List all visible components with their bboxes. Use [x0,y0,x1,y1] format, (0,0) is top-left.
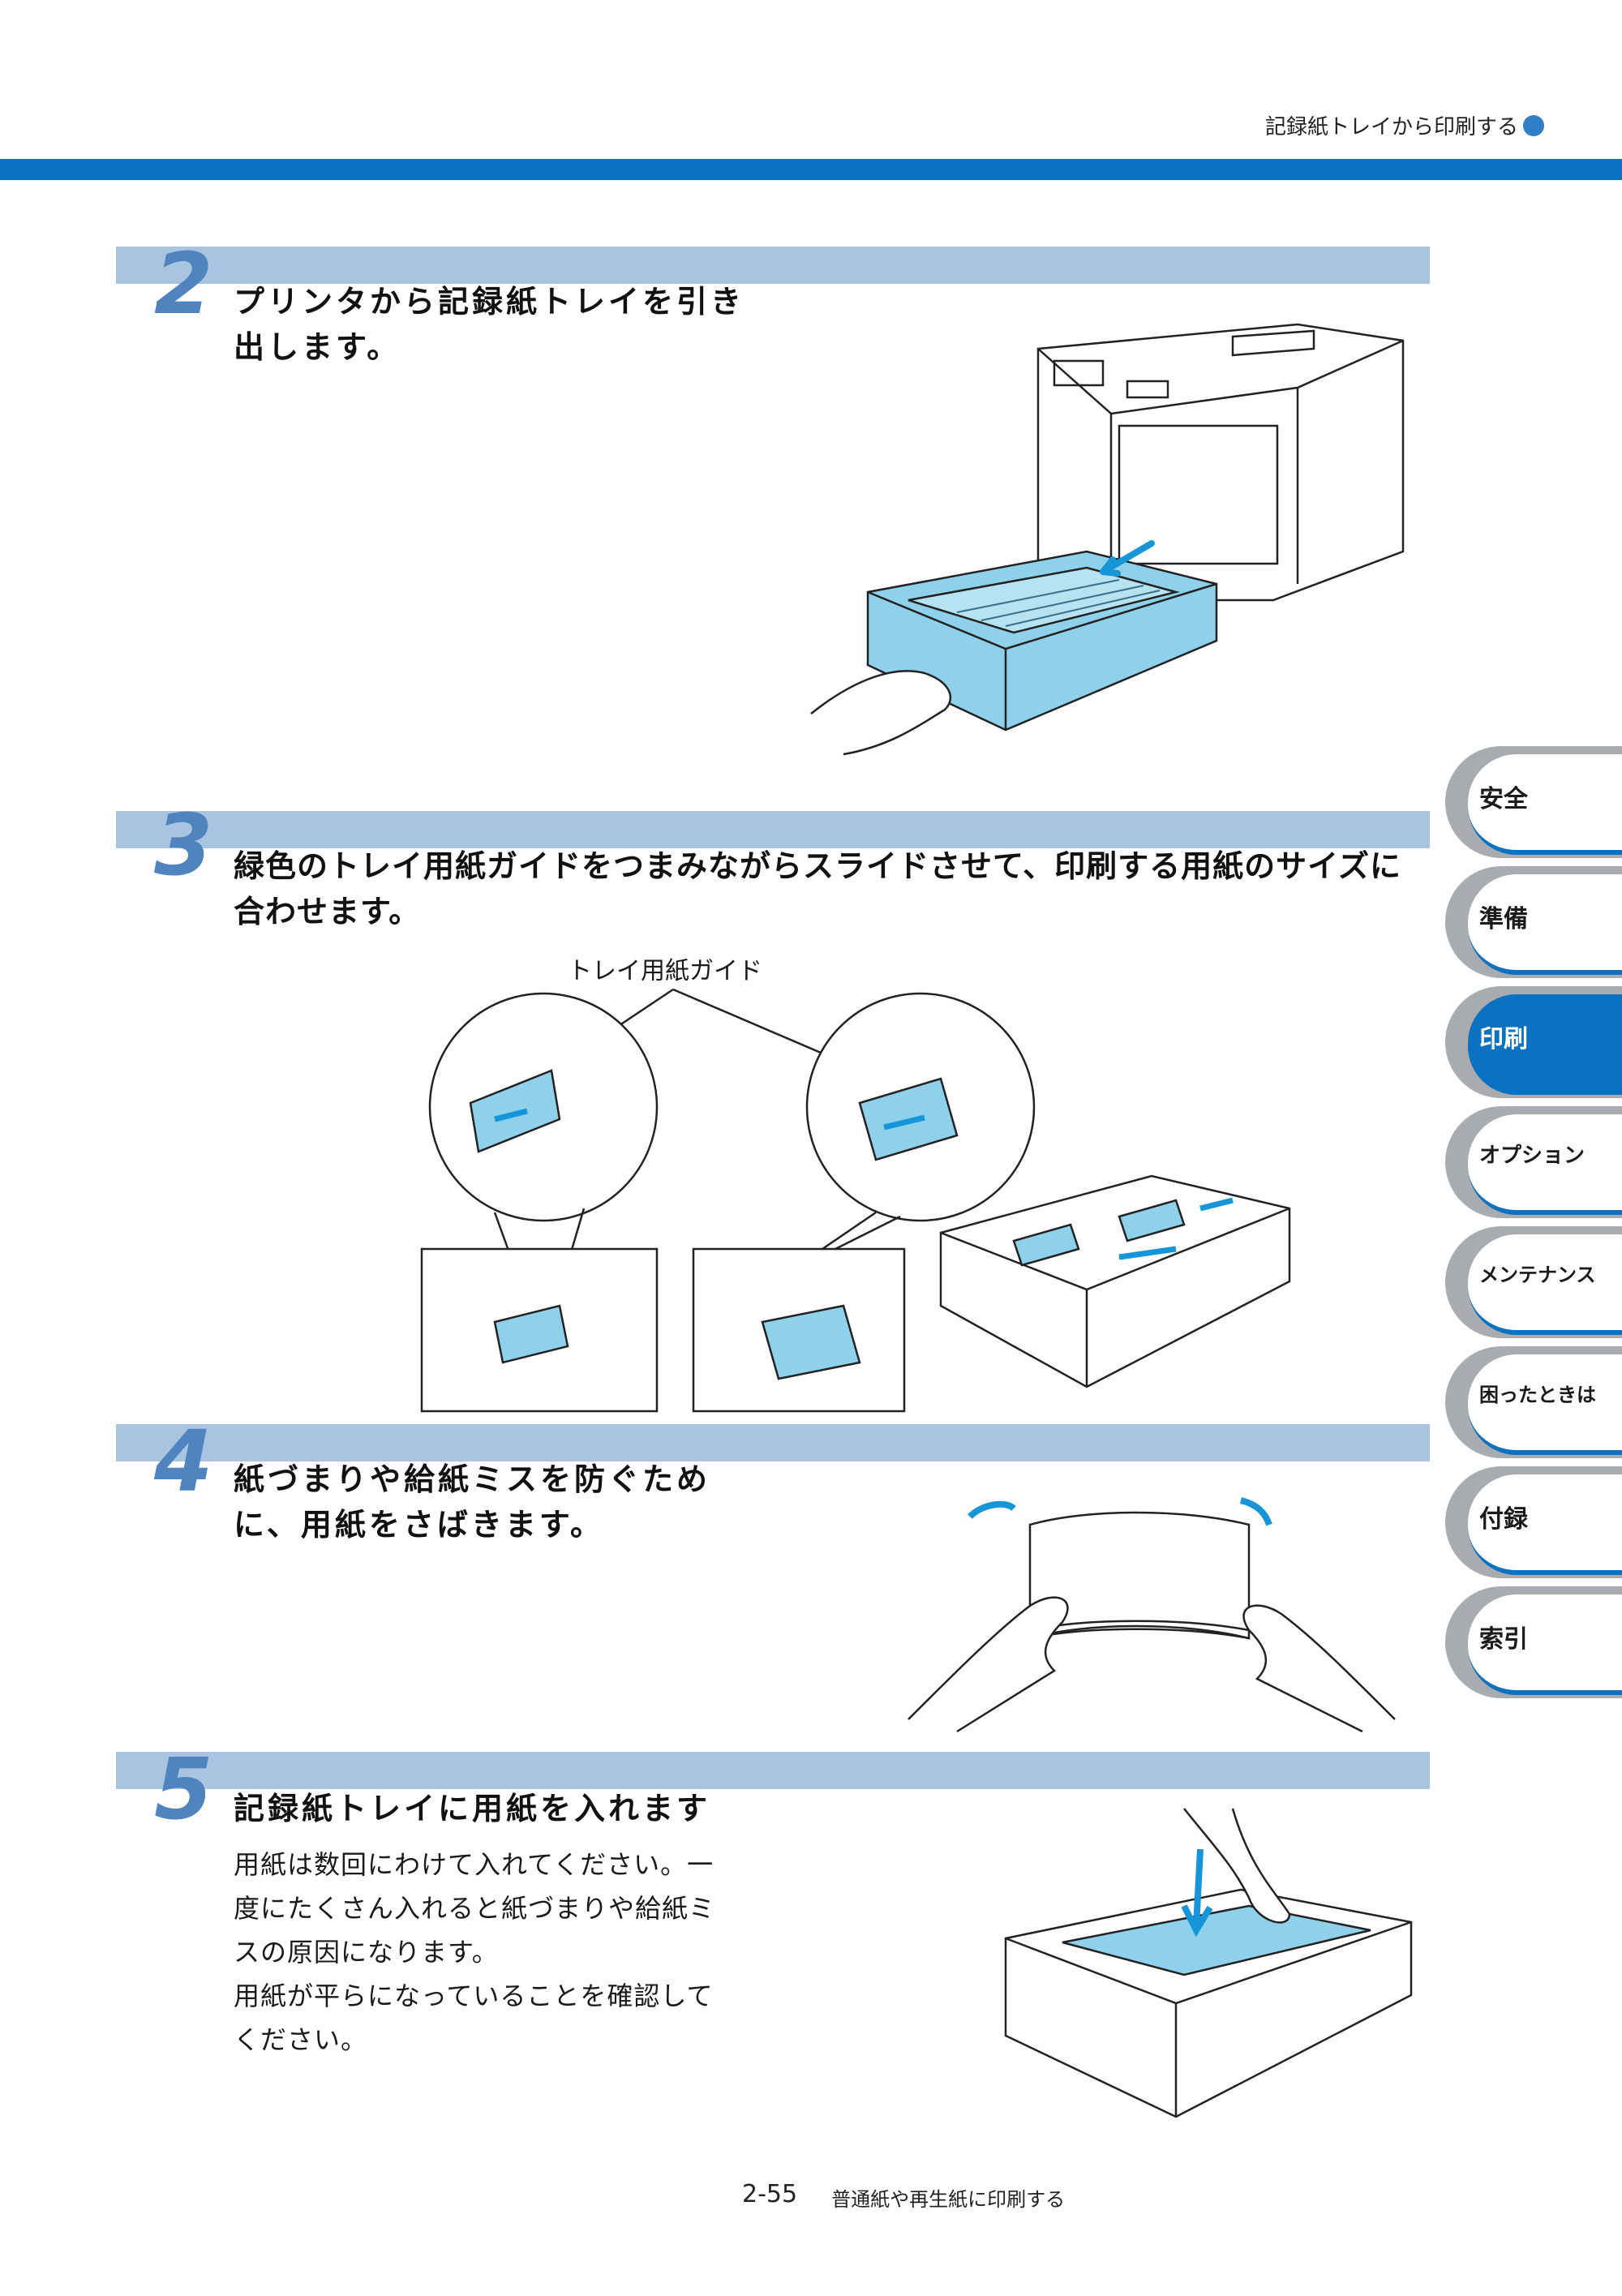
step-5-title: 記録紙トレイに用紙を入れます [234,1791,711,1826]
step-3-number: 3 [154,796,213,895]
tab-troubleshooting[interactable]: 困ったときは [1445,1346,1622,1458]
tab-index[interactable]: 索引 [1445,1586,1622,1698]
tab-safety[interactable]: 安全 [1445,746,1622,858]
page-footer: 2-55 普通紙や再生紙に印刷する [742,2180,1065,2212]
tab-label: 付録 [1479,1505,1528,1534]
step-3-title-line-2: 合わせます。 [234,894,421,929]
fan-paper-illustration [908,1497,1396,1733]
step-5-body-line-5: ください。 [234,2024,368,2055]
tab-label: メンテナンス [1479,1264,1596,1286]
step-4-title-line-1: 紙づまりや給紙ミスを防ぐため [234,1461,711,1497]
section-label: 記録紙トレイから印刷する [1264,115,1518,139]
paper-guide-illustration [420,981,1291,1413]
step-4-bar [116,1424,1430,1461]
tab-preparation[interactable]: 準備 [1445,866,1622,978]
tray-guide-callout: トレイ用紙ガイド [568,957,762,985]
step-5-body: 用紙は数回にわけて入れてください。一 度にたくさん入れると紙づまりや給紙ミ スの… [234,1843,715,2062]
tab-appendix[interactable]: 付録 [1445,1466,1622,1578]
step-4-title-line-2: に、用紙をさばきます。 [234,1507,605,1543]
step-4-number: 4 [154,1412,213,1511]
step-5-body-line-2: 度にたくさん入れると紙づまりや給紙ミ [234,1893,716,1924]
step-5-bar [116,1752,1430,1789]
step-5-body-line-1: 用紙は数回にわけて入れてください。一 [234,1849,714,1880]
tab-label: 索引 [1479,1625,1528,1654]
tab-maintenance[interactable]: メンテナンス [1445,1226,1622,1338]
load-paper-illustration [1004,1808,1413,2118]
tab-label: 準備 [1479,905,1528,933]
tab-label: 困ったときは [1479,1384,1596,1406]
step-2-title: プリンタから記録紙トレイを引き 出します。 [234,279,744,370]
running-header: 記録紙トレイから印刷する [1265,110,1544,140]
step-3-title-line-1: 緑色のトレイ用紙ガイドをつまみながらスライドさせて、印刷する用紙のサイズに [234,848,1401,884]
tab-options[interactable]: オプション [1445,1106,1622,1218]
step-2-title-line-2: 出します。 [234,329,401,365]
footer-title: 普通紙や再生紙に印刷する [831,2188,1066,2211]
step-4-title: 紙づまりや給紙ミスを防ぐため に、用紙をさばきます。 [234,1457,710,1547]
step-3-bar [116,811,1430,848]
tab-label: 印刷 [1479,1025,1528,1054]
tab-label: 安全 [1479,785,1528,813]
step-2-number: 2 [154,234,213,333]
step-2-title-line-1: プリンタから記録紙トレイを引き [234,284,745,320]
tab-label: オプション [1479,1144,1586,1168]
step-5-body-line-4: 用紙が平らになっていることを確認して [234,1981,714,2011]
step-5-body-line-3: スの原因になります。 [234,1937,499,1968]
top-accent-band [0,159,1622,180]
step-2-bar [116,247,1430,284]
step-3-title: 緑色のトレイ用紙ガイドをつまみながらスライドさせて、印刷する用紙のサイズに 合わ… [234,843,1401,934]
printer-tray-pull-illustration [810,323,1405,756]
bullet-dot-icon [1523,114,1544,136]
page-number: 2-55 [742,2180,798,2208]
tab-printing[interactable]: 印刷 [1445,986,1622,1098]
step-5-number: 5 [154,1740,213,1839]
